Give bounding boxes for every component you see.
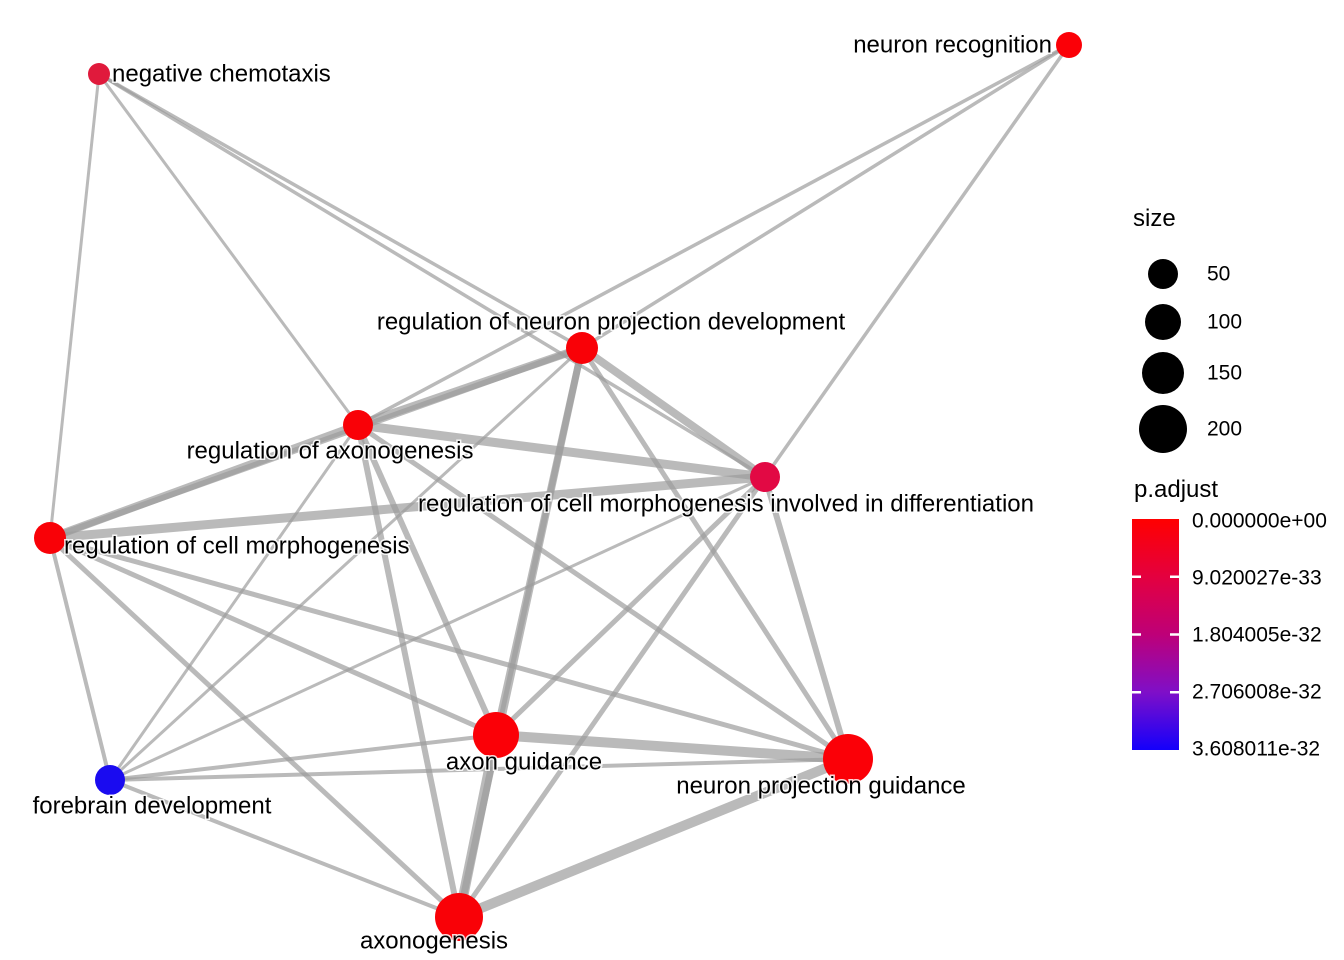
- edge-reg_cell_morph_diff--reg_cell_morphogenesis: [49, 472, 766, 543]
- edge-reg_axonogenesis--forebrain_development: [108, 424, 360, 781]
- size-legend-swatch-150: [1142, 352, 1184, 394]
- node-reg_axonogenesis: [343, 410, 373, 440]
- size-legend-label-100: 100: [1207, 311, 1242, 334]
- node-label-neuron_projection_guidance: neuron projection guidance: [676, 773, 966, 800]
- node-neuron_projection_guidance: [823, 734, 873, 784]
- size-legend-swatch-200: [1139, 405, 1187, 453]
- size-legend: size 50 100 150 200: [1133, 205, 1242, 453]
- edge-negative_chemotaxis--reg_neuron_projection_dev: [98, 72, 583, 350]
- node-reg_cell_morphogenesis: [34, 522, 66, 554]
- edge-neuron_recognition--reg_neuron_projection_dev: [581, 43, 1070, 350]
- edge-reg_axonogenesis--reg_cell_morph_diff: [357, 420, 766, 482]
- edge-reg_axonogenesis--neuron_projection_guidance: [356, 422, 850, 762]
- edge-reg_neuron_projection_dev--forebrain_development: [108, 346, 584, 782]
- padjust-tick-label-1: 9.020027e-33: [1192, 567, 1322, 590]
- edge-reg_neuron_projection_dev--neuron_projection_guidance: [579, 346, 851, 761]
- padjust-legend-title: p.adjust: [1134, 476, 1218, 503]
- padjust-tick-label-0: 0.000000e+00: [1192, 510, 1327, 533]
- edge-neuron_projection_guidance--axonogenesis: [457, 754, 850, 922]
- node-reg_neuron_projection_dev: [566, 332, 598, 364]
- node-labels-layer: negative chemotaxis neuron recognition reg…: [31, 30, 1053, 956]
- edge-axon_guidance--axonogenesis: [454, 734, 501, 918]
- edge-reg_cell_morphogenesis--axonogenesis: [48, 536, 461, 919]
- edges-layer: [48, 43, 1071, 922]
- padjust-tick-label-4: 3.608011e-32: [1192, 738, 1320, 761]
- edge-axonogenesis--forebrain_development: [109, 778, 460, 919]
- node-label-negative_chemotaxis: negative chemotaxis: [112, 61, 331, 88]
- edge-reg_neuron_projection_dev--reg_cell_morph_diff: [579, 344, 768, 481]
- edge-reg_cell_morphogenesis--neuron_projection_guidance: [49, 535, 849, 762]
- node-label-axonogenesis: axonogenesis: [360, 928, 508, 955]
- node-label-reg_cell_morph_diff: regulation of cell morphogenesis involve…: [418, 491, 1034, 518]
- edge-reg_cell_morph_diff--neuron_projection_guidance: [762, 476, 851, 760]
- padjust-tick-label-3: 2.706008e-32: [1192, 681, 1322, 704]
- node-label-forebrain_development: forebrain development: [33, 793, 272, 820]
- node-label-reg_axonogenesis: regulation of axonogenesis: [187, 438, 474, 465]
- node-label-reg_neuron_projection_dev: regulation of neuron projection developm…: [377, 309, 846, 336]
- edge-negative_chemotaxis--reg_cell_morph_diff: [98, 72, 766, 479]
- edge-reg_cell_morph_diff--forebrain_development: [109, 475, 766, 782]
- edge-neuron_recognition--reg_axonogenesis: [357, 43, 1070, 427]
- nodes-layer: [34, 32, 1082, 941]
- edge-reg_cell_morphogenesis--axon_guidance: [48, 535, 498, 738]
- size-legend-label-200: 200: [1207, 418, 1242, 441]
- node-reg_cell_morph_diff: [750, 462, 780, 492]
- node-forebrain_development: [95, 765, 125, 795]
- edge-axon_guidance--forebrain_development: [109, 733, 497, 782]
- size-legend-label-150: 150: [1207, 362, 1242, 385]
- edge-negative_chemotaxis--reg_axonogenesis: [97, 73, 360, 426]
- edge-reg_cell_morph_diff--axonogenesis: [456, 475, 768, 919]
- node-neuron_recognition: [1056, 32, 1082, 58]
- node-label-axon_guidance: axon guidance: [446, 749, 602, 776]
- node-label-neuron_recognition: neuron recognition: [853, 32, 1052, 59]
- edge-reg_cell_morph_diff--axon_guidance: [494, 475, 767, 737]
- edge-axon_guidance--neuron_projection_guidance: [495, 730, 849, 764]
- edge-reg_axonogenesis--axon_guidance: [355, 423, 499, 737]
- node-negative_chemotaxis: [88, 63, 110, 85]
- node-label-reg_cell_morphogenesis: regulation of cell morphogenesis: [64, 533, 410, 560]
- node-axonogenesis: [435, 893, 483, 941]
- edge-negative_chemotaxis--reg_cell_morphogenesis: [48, 73, 101, 539]
- edge-neuron_projection_guidance--forebrain_development: [109, 757, 849, 782]
- size-legend-label-50: 50: [1207, 263, 1230, 286]
- edge-reg_axonogenesis--reg_cell_morphogenesis: [48, 421, 360, 542]
- size-legend-swatch-50: [1148, 259, 1178, 289]
- padjust-color-legend: p.adjust 0.000000e+00 9.020027e-33 1.804005…: [1132, 476, 1327, 761]
- padjust-tick-label-2: 1.804005e-32: [1192, 624, 1322, 647]
- edge-neuron_recognition--reg_cell_morph_diff: [763, 43, 1071, 479]
- size-legend-swatch-100: [1145, 304, 1181, 340]
- node-axon_guidance: [473, 712, 519, 758]
- edge-reg_cell_morphogenesis--forebrain_development: [48, 537, 112, 781]
- size-legend-title: size: [1133, 205, 1176, 232]
